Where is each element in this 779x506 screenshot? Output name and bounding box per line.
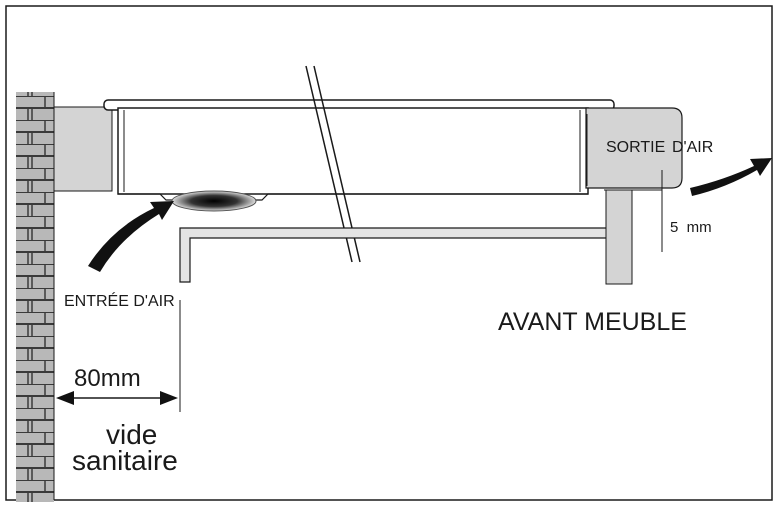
diagram-frame	[5, 5, 773, 501]
inlet-arrow-icon	[88, 201, 174, 272]
air-inlet-grille	[171, 190, 257, 212]
wall-mount-block	[53, 106, 113, 192]
air-inlet-label: ENTRÉE D'AIR	[64, 291, 175, 310]
air-outlet-label-part1: SORTIE	[606, 139, 665, 156]
air-outlet-label-part2: D'AIR	[672, 139, 713, 156]
brick-wall	[16, 92, 54, 502]
cabinet-front-post	[605, 189, 633, 285]
gap-dimension-label: 5 mm	[670, 219, 712, 236]
air-outlet-block	[585, 107, 683, 189]
cabinet-front-label: AVANT MEUBLE	[498, 308, 687, 336]
clearance-dimension-label: 80mm	[74, 365, 141, 392]
clearance-arrow-right-icon	[160, 391, 178, 405]
clearance-arrow-left-icon	[56, 391, 74, 405]
outlet-arrow-icon	[690, 158, 772, 196]
crawl-space-label-line2: sanitaire	[72, 445, 178, 476]
appliance-body	[117, 107, 589, 195]
crawl-space-label-line1: vide	[106, 419, 157, 450]
lower-shelf	[179, 227, 609, 283]
